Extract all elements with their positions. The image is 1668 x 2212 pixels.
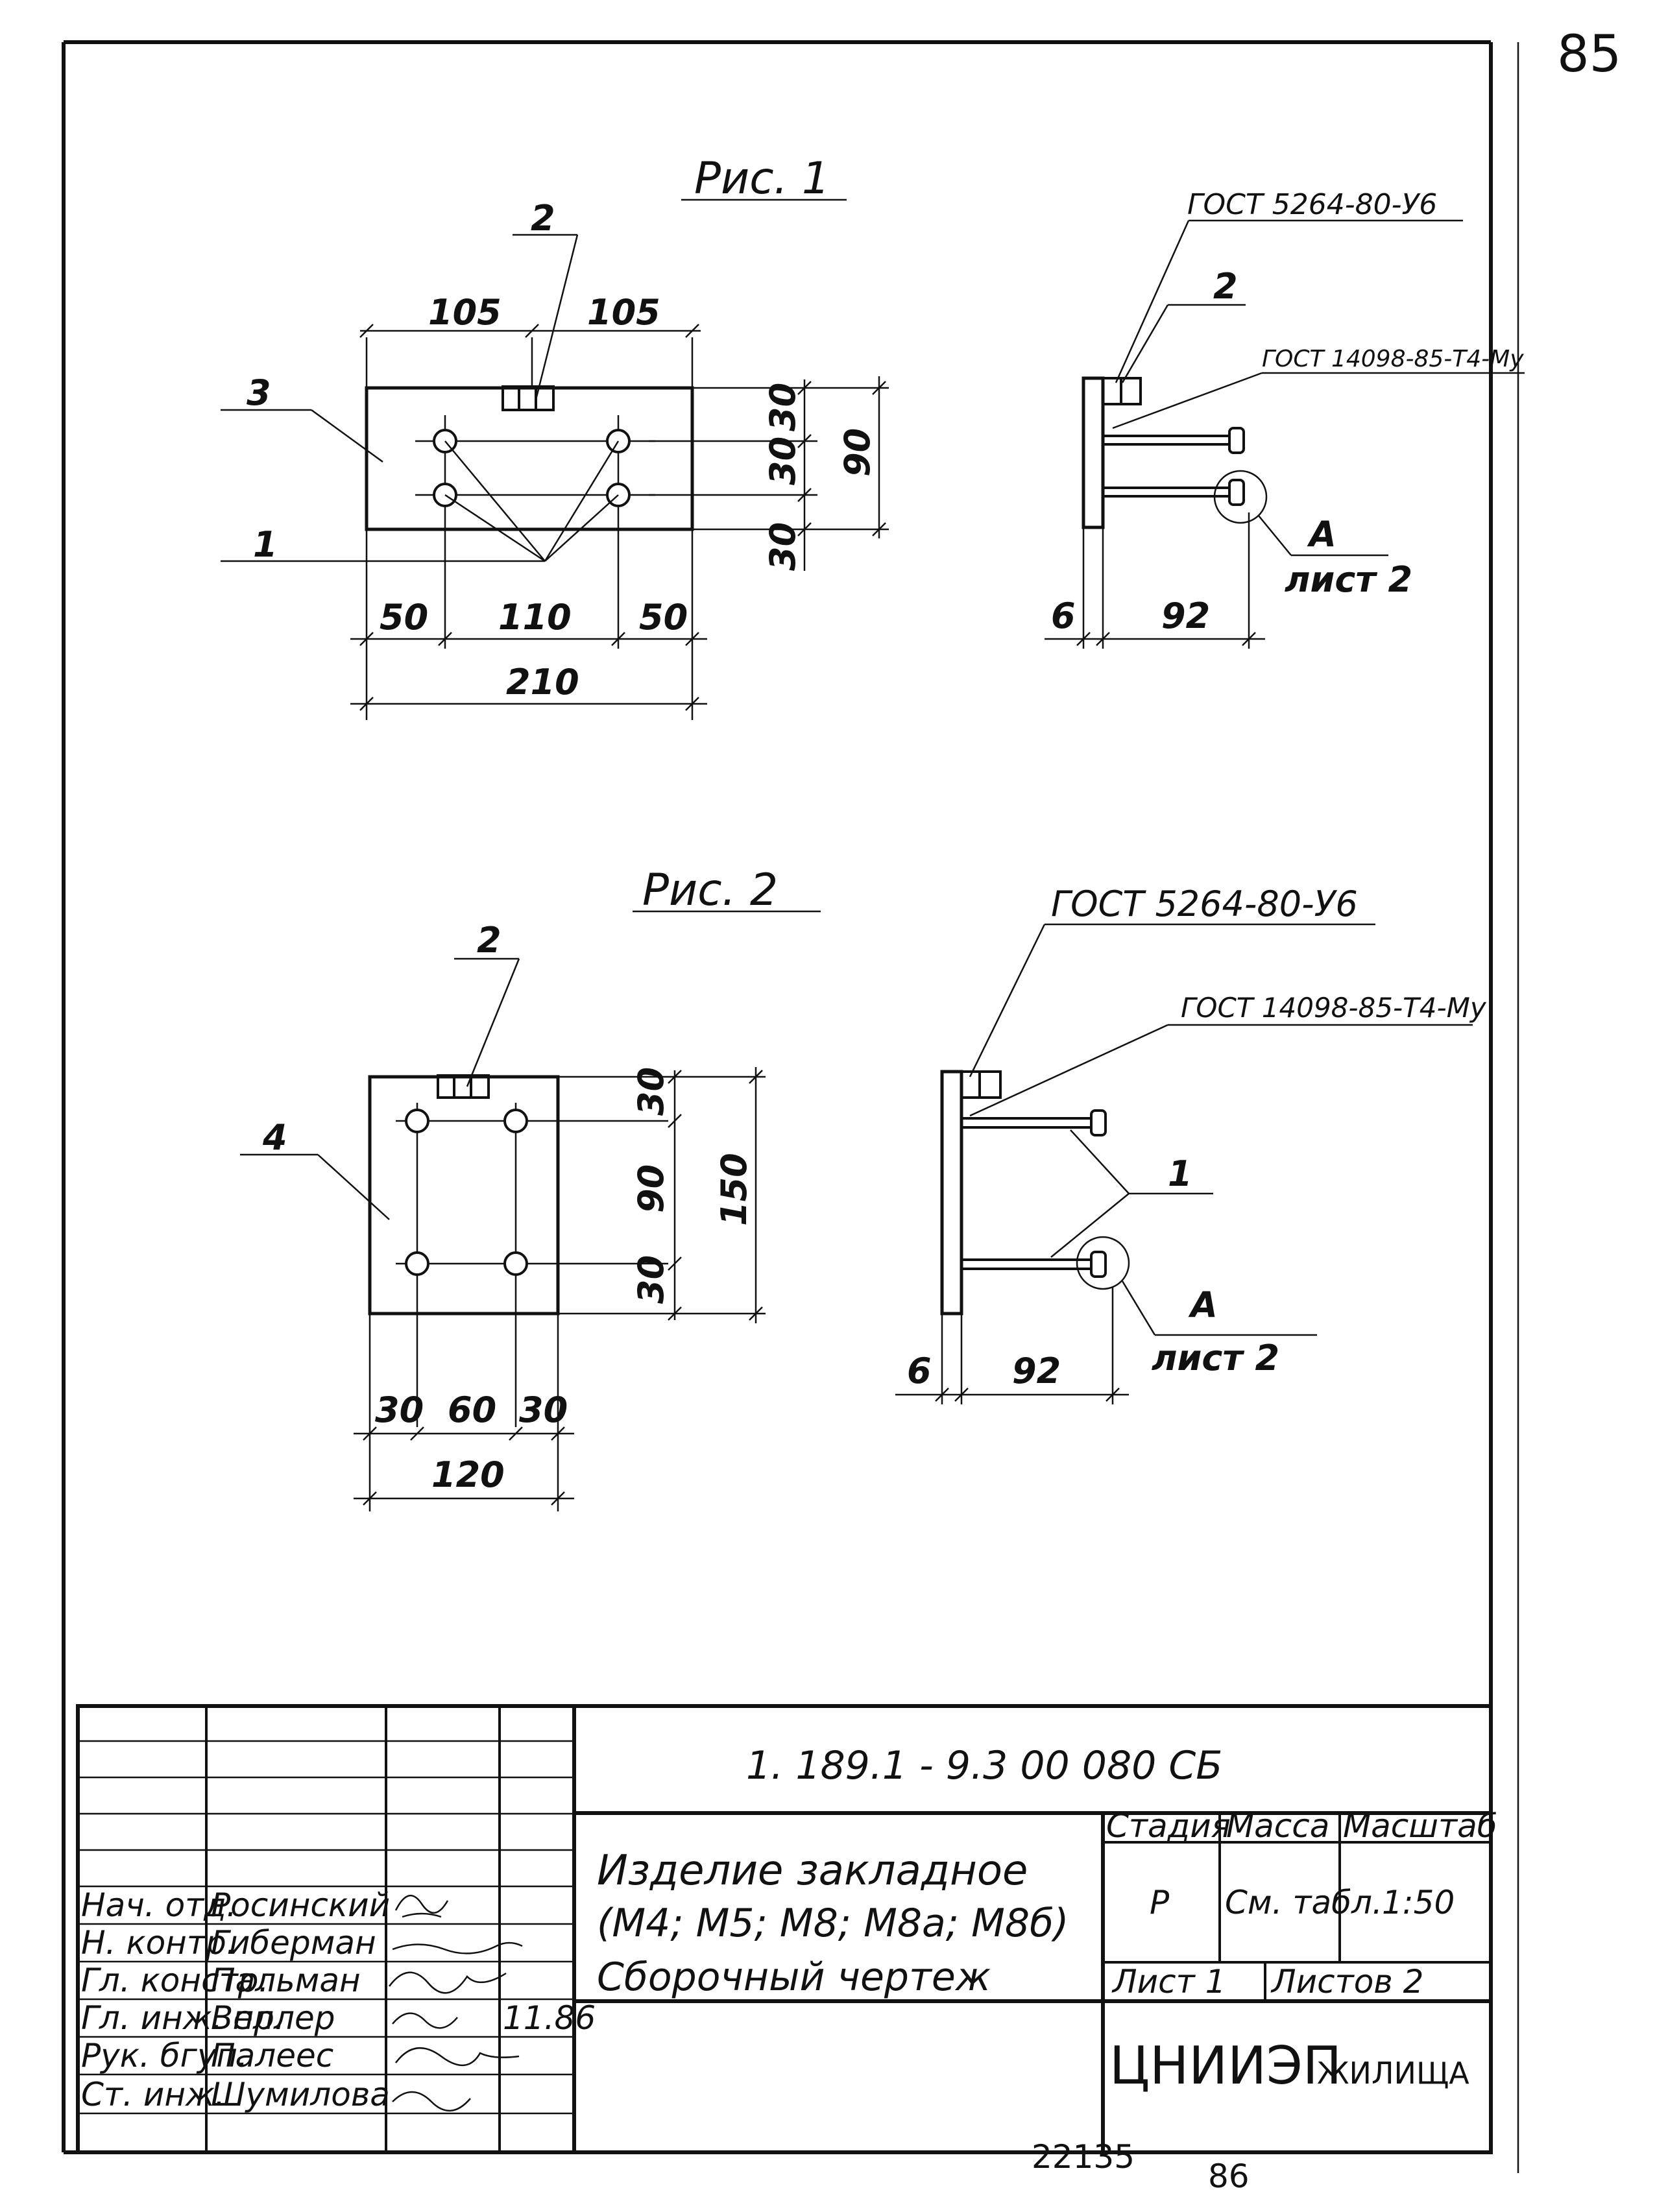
signer-name: Пальман	[211, 1962, 361, 1999]
fig2-leader-1: 1	[1168, 1153, 1192, 1194]
figure-2: Рис. 2 4 2 30 90 30 150	[240, 865, 1487, 1511]
fig2-dim-c: 30	[519, 1389, 568, 1430]
fig1-gost-weld: ГОСТ 5264-80-У6	[1187, 188, 1437, 221]
scale-value: 1:50	[1382, 1884, 1455, 1921]
fig2-callout: А	[1188, 1284, 1218, 1325]
fig2-weld-mark	[437, 1074, 490, 1099]
page-number-top: 85	[1557, 25, 1621, 84]
fig2-stud-hole	[503, 1251, 528, 1276]
fig2-gost-weld: ГОСТ 5264-80-У6	[1051, 884, 1358, 924]
signer-name: Палеес	[211, 2037, 333, 2074]
fig1-dim-d: 110	[498, 597, 572, 638]
fig1-dim-c: 50	[380, 597, 428, 638]
fig2-dim-b: 60	[448, 1389, 496, 1430]
col-stage: Стадия	[1106, 1807, 1231, 1845]
signer-role: Рук. бгуп.	[81, 2037, 248, 2074]
fig1-dim-v2: 30	[762, 437, 803, 485]
signer-role: Ст. инж.	[81, 2076, 225, 2113]
fig2-dim-total: 120	[431, 1454, 505, 1495]
fig1-callout: А	[1307, 514, 1336, 555]
fig2-dim-v3: 30	[631, 1255, 671, 1304]
fig2-stud-hole	[405, 1251, 429, 1276]
sheets-total: Листов 2	[1270, 1963, 1423, 2001]
page-number-bottom: 86	[1208, 2158, 1250, 2195]
fig2-dim-v2: 90	[631, 1164, 671, 1213]
fig2-plate	[368, 1075, 560, 1316]
fig1-weld-mark	[502, 385, 555, 411]
title-block: 1. 189.1 - 9.3 00 080 СБ Изделие закладн…	[76, 1704, 1497, 2154]
signer-name: Росинский	[211, 1886, 390, 1924]
fig1-dim-v1: 30	[762, 383, 803, 431]
fig1-callout-sheet: лист 2	[1285, 559, 1412, 600]
org-main: ЦНИИЭП	[1109, 2036, 1342, 2096]
fig1-plate	[365, 386, 694, 531]
fig2-dim-v1: 30	[631, 1067, 671, 1116]
approval-date: 11.86	[503, 1999, 596, 2037]
signer-name: Гиберман	[211, 1924, 376, 1962]
fig1-leader-2: 2	[531, 198, 555, 239]
signer-name: Веллер	[211, 1999, 335, 2037]
fig1-leader-1: 1	[253, 524, 278, 565]
fig1-callout-circle	[1213, 470, 1268, 524]
signer-role: Гл. инж. пр.	[81, 1999, 285, 2037]
col-scale: Масштаб	[1343, 1807, 1497, 1845]
fig1-dim-side-l: 92	[1161, 595, 1210, 636]
signer-name: Шумилова	[211, 2076, 390, 2113]
fig2-title: Рис. 2	[642, 865, 778, 916]
fig2-dim-side-l: 92	[1012, 1351, 1061, 1391]
stage-value: Р	[1150, 1884, 1170, 1921]
fig2-gost-stud: ГОСТ 14098-85-Т4-Му	[1181, 992, 1487, 1024]
fig1-gost-stud: ГОСТ 14098-85-Т4-Му	[1262, 346, 1524, 372]
col-mass: Масса	[1226, 1807, 1329, 1845]
fig2-leader-2: 2	[477, 920, 502, 961]
signer-role: Н. контр.	[81, 1924, 237, 1962]
fig1-leader-3: 3	[247, 372, 271, 413]
sheet-number: Лист 1	[1111, 1963, 1226, 2001]
fig2-stud-hole	[405, 1109, 429, 1133]
part-name-line1: Изделие закладное	[597, 1847, 1028, 1895]
org-sub: ЖИЛИЩА	[1317, 2056, 1469, 2091]
fig1-dim-total: 210	[506, 662, 579, 703]
fig1-dim-vtotal: 90	[837, 428, 878, 477]
figure-1: Рис. 1 1 3 2	[221, 153, 1525, 720]
mass-value: См. табл.	[1225, 1884, 1383, 1921]
fig1-dim-b: 105	[587, 292, 660, 333]
fig2-callout-sheet: лист 2	[1152, 1338, 1279, 1378]
signer-role: Гл. констр.	[81, 1962, 269, 1999]
part-name-line3: Сборочный чертеж	[597, 1954, 991, 2000]
fig1-title: Рис. 1	[694, 153, 830, 204]
part-name-line2: (М4; М5; М8; М8а; М8б)	[597, 1901, 1069, 1946]
doc-code: 1. 189.1 - 9.3 00 080 СБ	[746, 1743, 1222, 1788]
fig1-dim-e: 50	[639, 597, 688, 638]
fig1-dim-side-t: 6	[1051, 595, 1076, 636]
fig2-leader-4: 4	[262, 1117, 287, 1158]
fig1-weld-num: 2	[1213, 266, 1238, 307]
fig2-dim-side-t: 6	[907, 1351, 932, 1391]
fig2-stud-hole	[503, 1109, 528, 1133]
handwritten-signature	[389, 1894, 523, 2112]
fig2-callout-circle	[1076, 1236, 1130, 1290]
fig1-dim-v3: 30	[762, 522, 803, 571]
fig1-side-plate	[1082, 376, 1105, 529]
fig2-dim-a: 30	[375, 1389, 424, 1430]
fig1-dim-a: 105	[428, 292, 502, 333]
fig2-side-plate	[940, 1070, 963, 1316]
fig2-dim-vtotal: 150	[714, 1153, 755, 1226]
inventory-number: 22135	[1032, 2138, 1135, 2176]
signer-role: Нач. отд.	[81, 1886, 237, 1924]
